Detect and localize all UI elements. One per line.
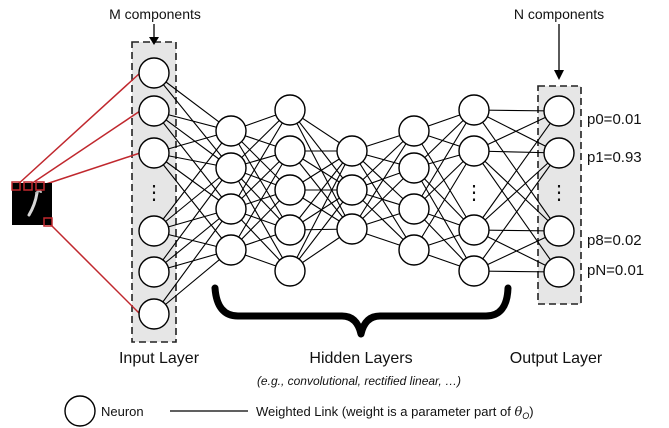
- pixel-link: [39, 152, 141, 187]
- weighted-link: [413, 150, 475, 251]
- input-components-label: M components: [109, 6, 201, 22]
- output-pN: pN=0.01: [587, 262, 644, 279]
- neuron: [274, 94, 306, 126]
- neuron: [274, 174, 306, 206]
- neuron: [398, 115, 430, 147]
- pixel-link: [27, 110, 141, 187]
- weighted-link: [289, 189, 353, 272]
- neuron: [138, 95, 170, 127]
- weighted-link: [153, 167, 232, 273]
- weighted-link: [289, 109, 353, 230]
- neuron: [398, 193, 430, 225]
- neuron: [458, 94, 490, 126]
- legend-neuron-label: Neuron: [101, 404, 144, 419]
- output-p1: p1=0.93: [587, 149, 642, 166]
- weighted-link: [153, 152, 232, 251]
- weighted-link: [473, 152, 560, 272]
- pixel-link: [47, 221, 141, 315]
- pixel-link: [15, 72, 141, 187]
- neuron: [336, 213, 368, 245]
- input-arrow-head: [149, 37, 159, 45]
- neuron: [138, 137, 170, 169]
- weighted-link: [153, 208, 232, 273]
- weighted-link: [230, 109, 291, 210]
- weighted-link: [289, 150, 353, 231]
- neuron: [458, 214, 490, 246]
- hidden-layers-brace: [211, 284, 512, 338]
- legend-neuron-icon: [64, 395, 96, 427]
- neuron: [138, 57, 170, 89]
- neuron: [138, 298, 170, 330]
- pixel-marker: [43, 217, 53, 227]
- weighted-link: [153, 167, 232, 232]
- weighted-link: [289, 109, 353, 191]
- weighted-link: [473, 152, 560, 231]
- weighted-link: [153, 110, 232, 169]
- neuron: [543, 256, 575, 288]
- neuron: [215, 234, 247, 266]
- pixel-marker: [11, 181, 21, 191]
- neuron: [458, 255, 490, 287]
- hidden-ellipsis: ⋮: [464, 182, 484, 204]
- weighted-link: [153, 208, 232, 315]
- weighted-link: [473, 110, 560, 231]
- neuron: [458, 135, 490, 167]
- output-ellipsis: ⋮: [549, 182, 569, 204]
- input-layer-box: [131, 41, 177, 343]
- weighted-link: [351, 130, 415, 230]
- neuron: [215, 115, 247, 147]
- neuron: [543, 137, 575, 169]
- output-layer-label: Output Layer: [510, 350, 603, 367]
- input-layer-label: Input Layer: [119, 350, 200, 367]
- weighted-link: [413, 109, 475, 210]
- hidden-layers-note: (e.g., convolutional, rectified linear, …: [257, 374, 461, 388]
- weighted-link: [153, 249, 232, 315]
- neuron: [138, 215, 170, 247]
- weighted-link: [230, 150, 291, 251]
- output-arrow-head: [554, 70, 564, 80]
- weighted-link: [351, 150, 415, 251]
- neurons: [138, 57, 575, 330]
- weighted-link: [153, 130, 232, 232]
- neuron: [274, 214, 306, 246]
- neuron: [543, 95, 575, 127]
- neuron: [398, 152, 430, 184]
- neuron: [274, 255, 306, 287]
- pixel-markers: [11, 181, 53, 227]
- output-components-label: N components: [514, 6, 604, 22]
- input-ellipsis: ⋮: [144, 182, 164, 204]
- hidden-layers-label: Hidden Layers: [309, 350, 412, 367]
- neuron: [138, 256, 170, 288]
- output-p0: p0=0.01: [587, 111, 642, 128]
- neuron: [274, 135, 306, 167]
- neuron: [215, 193, 247, 225]
- output-p8: p8=0.02: [587, 232, 642, 249]
- neuron: [336, 135, 368, 167]
- neuron: [336, 174, 368, 206]
- legend-link-label: Weighted Link (weight is a parameter par…: [256, 404, 534, 421]
- weighted-link: [153, 72, 232, 132]
- neuron: [215, 152, 247, 184]
- neuron: [543, 215, 575, 247]
- weighted-link: [289, 150, 353, 272]
- pixel-marker: [23, 181, 33, 191]
- neuron: [398, 234, 430, 266]
- input-pixel-links: [15, 72, 141, 315]
- pixel-marker: [35, 181, 45, 191]
